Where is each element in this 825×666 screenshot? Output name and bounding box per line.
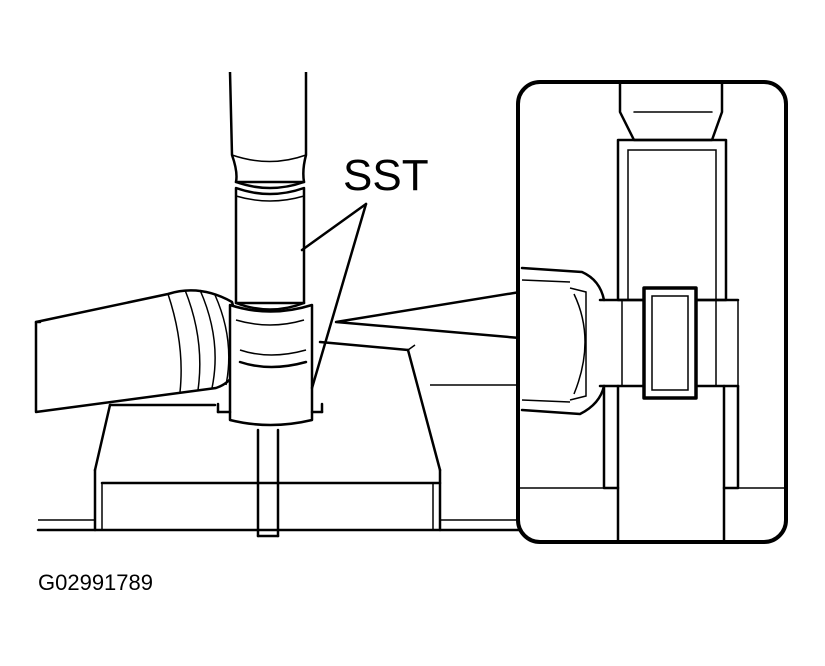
sst-label: SST <box>343 151 429 200</box>
press-and-sst <box>216 71 324 427</box>
base-block <box>36 340 522 538</box>
detail-inset <box>516 80 788 544</box>
sst-leader-lines <box>300 202 368 390</box>
figure-code: G02991789 <box>38 570 153 595</box>
callout-pointer <box>334 290 522 340</box>
suspension-arm <box>34 289 246 414</box>
